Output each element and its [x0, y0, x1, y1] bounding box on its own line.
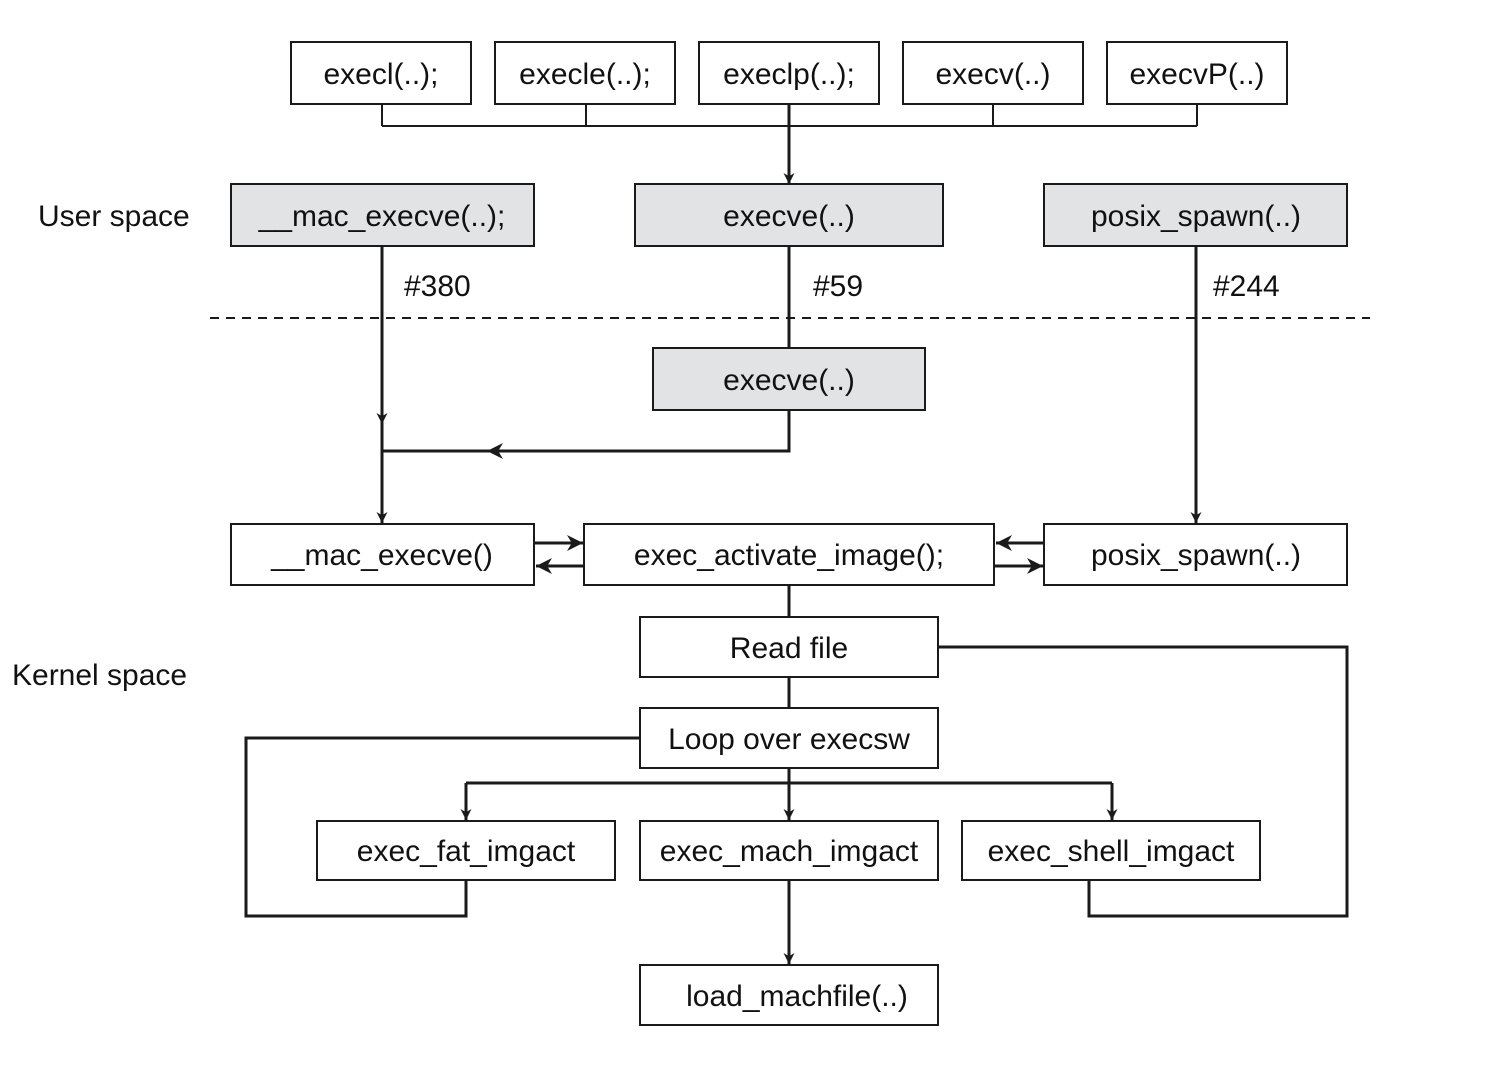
- user-posix-spawn-label: posix_spawn(..): [1091, 200, 1301, 233]
- user-space-label: User space: [38, 200, 190, 233]
- kernel-posix-spawn-label: posix_spawn(..): [1091, 539, 1301, 572]
- kernel-mac-execve-label: __mac_execve(): [270, 539, 493, 572]
- load-machfile-box: load_machfile(..): [639, 964, 939, 1026]
- mach-imgact-label: exec_mach_imgact: [660, 835, 919, 868]
- loop-shell-back-to-read: [938, 645, 1349, 918]
- read-file-label: Read file: [730, 632, 848, 665]
- user-posix-spawn-box: posix_spawn(..): [1043, 183, 1348, 247]
- libc-execv-box: execv(..): [902, 41, 1084, 105]
- kernel-posix-spawn-box: posix_spawn(..): [1043, 523, 1348, 586]
- libc-execvp-box: execvP(..): [1106, 41, 1288, 105]
- user-execve-box: execve(..): [634, 183, 944, 247]
- loop-fat-back-to-execsw: [244, 736, 640, 918]
- exec-activate-image-box: exec_activate_image();: [583, 523, 995, 586]
- libc-execl-box: execl(..);: [290, 41, 472, 105]
- read-file-box: Read file: [639, 616, 939, 678]
- line-execve-to-mac: [382, 410, 791, 453]
- syscall-number-59: #59: [813, 270, 863, 303]
- kernel-mac-execve-box: __mac_execve(): [230, 523, 535, 586]
- user-mac-execve-label: __mac_execve(..);: [258, 200, 506, 233]
- kernel-execve-label: execve(..): [723, 364, 855, 397]
- loop-execsw-box: Loop over execsw: [639, 707, 939, 769]
- libc-execle-box: execle(..);: [494, 41, 676, 105]
- libc-execlp-box: execlp(..);: [698, 41, 880, 105]
- user-mac-execve-box: __mac_execve(..);: [230, 183, 535, 247]
- libc-execl-label: execl(..);: [323, 58, 438, 91]
- libc-execv-label: execv(..): [935, 58, 1050, 91]
- loop-execsw-label: Loop over execsw: [668, 723, 910, 756]
- mach-imgact-box: exec_mach_imgact: [639, 820, 939, 881]
- kernel-space-label: Kernel space: [12, 659, 187, 692]
- user-execve-label: execve(..): [723, 200, 855, 233]
- load-machfile-label: load_machfile(..): [686, 980, 908, 1013]
- kernel-execve-box: execve(..): [652, 347, 926, 411]
- fat-imgact-box: exec_fat_imgact: [316, 820, 616, 881]
- fat-imgact-label: exec_fat_imgact: [357, 835, 576, 868]
- libc-execle-label: execle(..);: [519, 58, 651, 91]
- exec-activate-image-label: exec_activate_image();: [634, 539, 944, 572]
- libc-execlp-label: execlp(..);: [723, 58, 855, 91]
- shell-imgact-label: exec_shell_imgact: [988, 835, 1235, 868]
- libc-execvp-label: execvP(..): [1129, 58, 1264, 91]
- syscall-number-244: #244: [1213, 270, 1280, 303]
- syscall-number-380: #380: [404, 270, 471, 303]
- shell-imgact-box: exec_shell_imgact: [961, 820, 1261, 881]
